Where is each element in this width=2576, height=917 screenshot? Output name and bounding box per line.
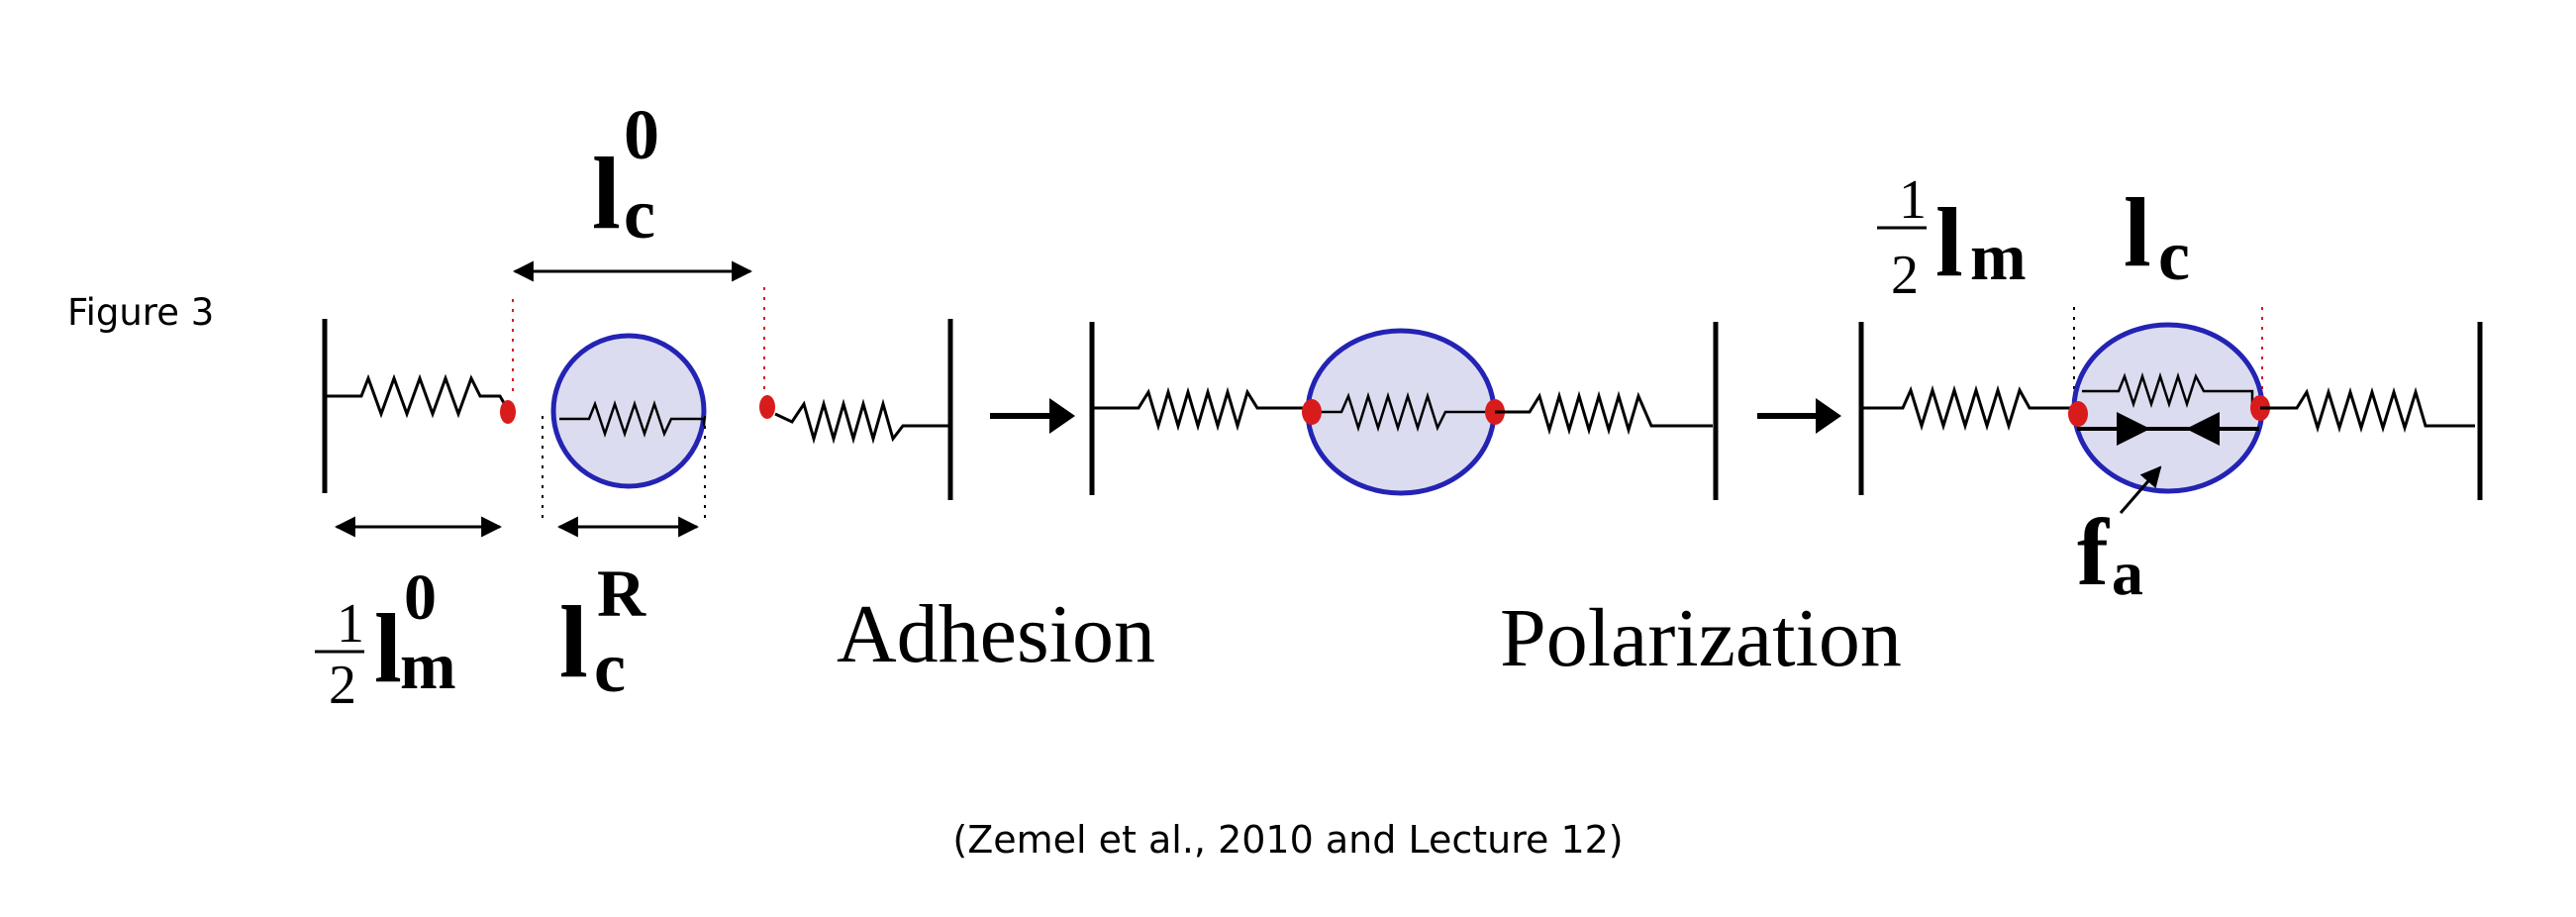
stage-label-polarization: Polarization [1500, 592, 1902, 684]
left-spring [1092, 386, 1307, 432]
stage-polarization: 1 2 l m l c f a [1858, 169, 2483, 608]
lcR-subscript: c [594, 628, 626, 707]
adhesion-point [2068, 401, 2088, 427]
lm-symbol: l [1935, 187, 1963, 297]
adhesion-point [759, 395, 775, 419]
right-spring [2260, 386, 2475, 434]
right-spring [774, 398, 948, 445]
lc0-symbol: l [592, 137, 621, 251]
left-spring [1861, 384, 2075, 432]
lcR-symbol: l [559, 585, 588, 699]
half-denominator: 2 [1891, 245, 1919, 306]
citation-caption: (Zemel et al., 2010 and Lecture 12) [952, 818, 1624, 862]
fa-subscript: a [2112, 538, 2143, 608]
lc-symbol: l [2124, 177, 2151, 287]
fa-symbol: f [2077, 499, 2110, 605]
half-numerator: 1 [337, 593, 364, 655]
stage-label-adhesion: Adhesion [837, 588, 1155, 680]
cell-spring [559, 400, 706, 438]
contractile-arrowhead [2117, 412, 2150, 446]
lc-subscript: c [2158, 216, 2190, 295]
right-arrow-icon [990, 398, 1075, 434]
lc0-superscript: 0 [624, 95, 659, 174]
lm0-superscript: 0 [404, 561, 437, 634]
right-arrow-icon [1757, 398, 1841, 434]
adhesion-point [500, 400, 516, 424]
half-numerator: 1 [1899, 169, 1927, 231]
stage-adhesion [1089, 322, 1719, 500]
cell-body [550, 333, 707, 489]
lcR-superscript: R [597, 556, 646, 631]
stage-initial: l 0 c 1 2 l 0 m l R c [315, 95, 953, 716]
contractile-arrowhead [2186, 412, 2220, 446]
lm0-symbol: l [374, 593, 402, 703]
lc0-subscript: c [624, 174, 655, 254]
adhesion-point [1302, 399, 1322, 425]
lm0-subscript: m [400, 628, 456, 703]
cell-spring [2082, 371, 2254, 409]
cell-spring [1315, 391, 1495, 433]
right-spring [1495, 390, 1713, 436]
left-spring [325, 373, 509, 419]
half-denominator: 2 [329, 655, 356, 716]
cell-body [2071, 322, 2265, 494]
fa-pointer-arrow [2119, 465, 2162, 514]
lm-subscript: m [1970, 219, 2027, 294]
figure-label: Figure 3 [67, 291, 215, 334]
